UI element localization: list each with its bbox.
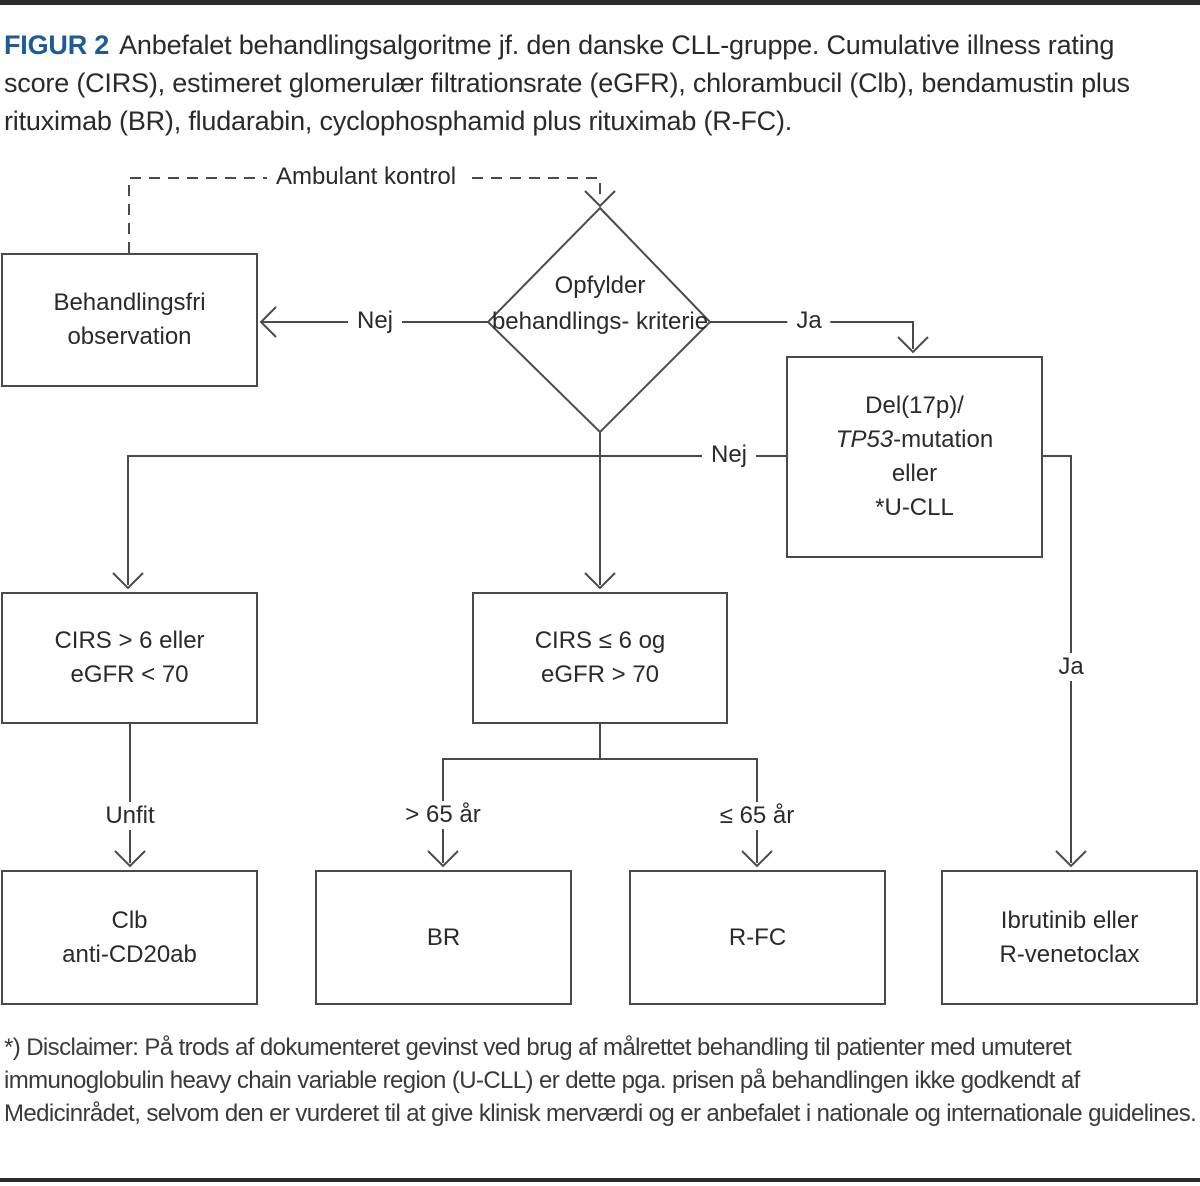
edge-label-unfit: Unfit bbox=[96, 802, 164, 830]
node-observation: Behandlingsfri observation bbox=[1, 253, 258, 387]
figure-number-label: FIGUR 2 bbox=[4, 30, 110, 60]
edge-nej-branch bbox=[127, 455, 786, 585]
del17p-line-4: *U-CLL bbox=[875, 494, 954, 521]
ibrutinib-line-2: R-venetoclax bbox=[999, 940, 1140, 968]
edge-age-split bbox=[442, 724, 758, 863]
ibrutinib-line-1: Ibrutinib eller bbox=[1000, 906, 1139, 934]
arrowhead-into-decision bbox=[584, 190, 616, 208]
top-rule bbox=[0, 0, 1200, 5]
observation-line-1: Behandlingsfri bbox=[53, 289, 206, 316]
edge-label-ja-2: Ja bbox=[1049, 653, 1093, 681]
disclaimer-text: *) Disclaimer: På trods af dokumenteret … bbox=[4, 1034, 1197, 1127]
figure-caption-text: Anbefalet behandlingsalgoritme jf. den d… bbox=[4, 30, 1130, 136]
tp53-italic: TP53 bbox=[835, 426, 894, 453]
node-clb-anti-cd20ab: Clb anti-CD20ab bbox=[1, 870, 258, 1005]
arrowhead-into-cirs-low bbox=[584, 572, 616, 590]
node-del17p-tp53-ucll: Del(17p)/ TP53-mutation eller *U-CLL bbox=[786, 356, 1043, 558]
del17p-line-3: eller bbox=[891, 460, 938, 487]
node-decision-criteria: Opfylder behandlings- kriterie bbox=[488, 268, 712, 340]
cirs-high-line-1: CIRS > 6 eller bbox=[54, 627, 205, 654]
del17p-line-1: Del(17p)/ bbox=[865, 392, 964, 419]
edge-ja-down bbox=[1042, 455, 1072, 863]
arrowhead-into-br bbox=[427, 850, 459, 868]
node-br: BR bbox=[315, 870, 572, 1005]
arrowhead-into-ibrutinib bbox=[1055, 850, 1087, 868]
edge-label-ambulant-kontrol: Ambulant kontrol bbox=[266, 163, 466, 191]
edge-label-nej-2: Nej bbox=[701, 441, 757, 469]
edge-label-over-65: > 65 år bbox=[396, 801, 490, 829]
decision-line-1: Opfylder bbox=[554, 272, 646, 299]
decision-line-3: kriterie bbox=[636, 308, 709, 335]
arrowhead-into-del17p bbox=[897, 336, 929, 354]
arrowhead-into-rfc bbox=[741, 850, 773, 868]
tp53-suffix: -mutation bbox=[893, 426, 994, 453]
clb-line-2: anti-CD20ab bbox=[62, 940, 197, 968]
del17p-line-2: TP53-mutation bbox=[836, 423, 993, 457]
arrowhead-into-clb bbox=[114, 850, 146, 868]
cirs-low-line-2: eGFR > 70 bbox=[540, 661, 660, 688]
node-rfc: R-FC bbox=[629, 870, 886, 1005]
node-cirs-low: CIRS ≤ 6 og eGFR > 70 bbox=[472, 592, 728, 724]
rfc-line-1: R-FC bbox=[728, 923, 787, 951]
arrowhead-into-cirs-high bbox=[112, 572, 144, 590]
decision-line-2: behandlings- bbox=[491, 308, 630, 335]
bottom-rule bbox=[0, 1178, 1200, 1182]
br-line-1: BR bbox=[426, 923, 461, 951]
arrowhead-into-observation bbox=[259, 306, 277, 338]
cirs-high-line-2: eGFR < 70 bbox=[70, 661, 189, 688]
edge-label-ja-1: Ja bbox=[787, 307, 831, 335]
edge-ja-right bbox=[710, 321, 914, 349]
edge-label-under-65: ≤ 65 år bbox=[710, 802, 804, 830]
clb-line-1: Clb bbox=[111, 906, 148, 934]
edge-label-nej-1: Nej bbox=[347, 307, 403, 335]
node-cirs-high: CIRS > 6 eller eGFR < 70 bbox=[1, 592, 258, 724]
observation-line-2: observation bbox=[67, 323, 192, 350]
node-ibrutinib-venetoclax: Ibrutinib eller R-venetoclax bbox=[941, 870, 1198, 1005]
cirs-low-line-1: CIRS ≤ 6 og bbox=[534, 627, 666, 654]
